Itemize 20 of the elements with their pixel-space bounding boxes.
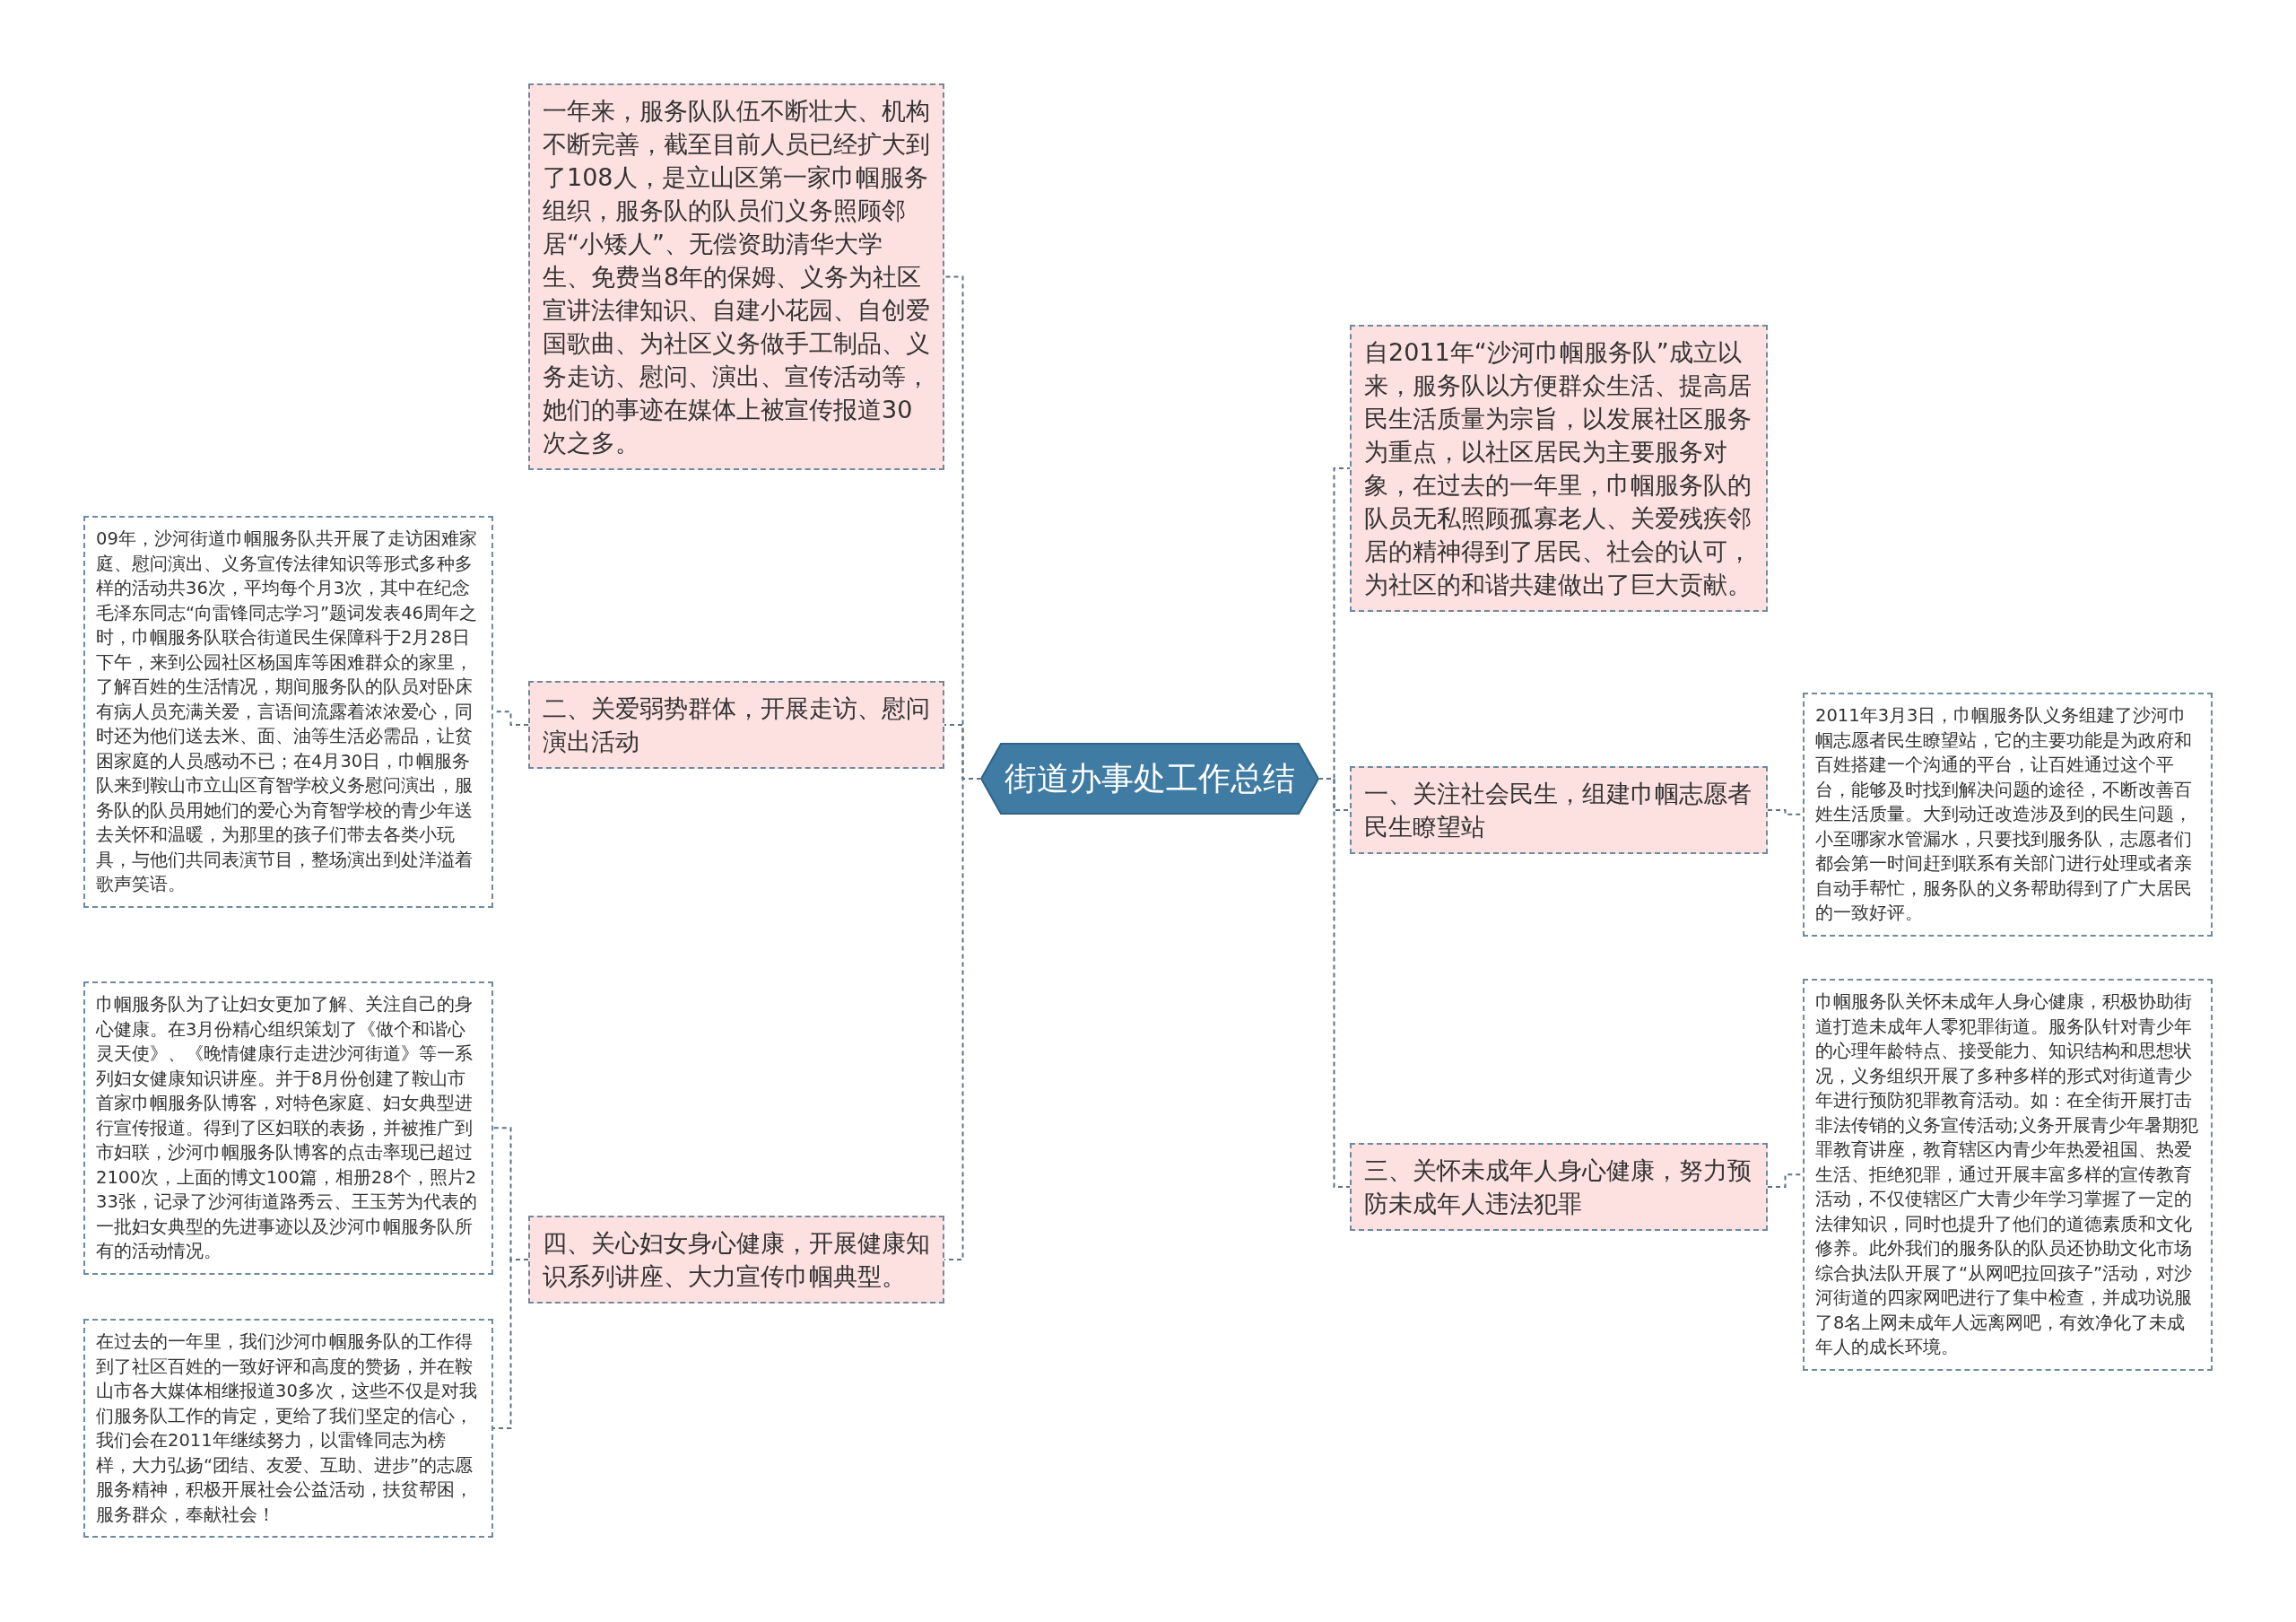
paragraph-text: 巾帼服务队关怀未成年人身心健康，积极协助街道打造未成年人零犯罪街道。服务队针对青少年的心理年龄特点、接受能力、知识结构和思想状况，义务组织开展了多种多样的形式对街道青少年进行预防犯罪教育活动。如：在全街开展打击非法传销的义务宣传活动;义务开展青少年暑期犯罪教育讲座，教育辖区内青少年热爱祖国、热爱生活、拒绝犯罪，通过开展丰富多样的宣传教育活动，不仅使辖区广大青少年学习掌握了一定的法律知识，同时也提升了他们的道德素质和文化修养。此外我们的服务队的队员还协助文化市场综合执法队开展了“从网吧拉回孩子”活动，对沙河街道的四家网吧进行了集中检查，并成功说服了8名上网未成年人远离网吧，有效净化了未成年人的成长环境。: [1815, 990, 2199, 1359]
paragraph-text: 2011年3月3日，巾帼服务队义务组建了沙河巾帼志愿者民生瞭望站，它的主要功能是为政府和百姓搭建一个沟通的平台，让百姓通过这个平台，能够及时找到解决问题的途径，不断改善百姓生活质量。大到动迁改造涉及到的民生问题，小至哪家水管漏水，只要找到服务队，志愿者们都会第一时间赶到联系有关部门进行处理或者亲自动手帮忙，服务队的义务帮助得到了广大居民的一致好评。: [1815, 704, 2193, 925]
paragraph-text: 在过去的一年里，我们沙河巾帼服务队的工作得到了社区百姓的一致好评和高度的赞扬，并在鞍山市各大媒体相继报道30多次，这些不仅是对我们服务队工作的肯定，更给了我们坚定的信心，我们会在2011年继续努力，以雷锋同志为榜样，大力弘扬“团结、友爱、互助、进步”的志愿服务精神，积极开展社会公益活动，扶贫帮困，服务群众，奉献社会！: [96, 1330, 478, 1527]
topic-card: [1350, 766, 1768, 854]
paragraph-text: 一、关注社会民生，组建巾帼志愿者民生瞭望站: [1364, 779, 1752, 842]
topic-card: [528, 681, 944, 769]
paragraph-text: 四、关心妇女身心健康，开展健康知识系列讲座、大力宣传巾帼典型。: [543, 1228, 930, 1292]
paragraph-text: 09年，沙河街道巾帼服务队共开展了走访困难家庭、慰问演出、义务宣传法律知识等形式多种多样的活动共36次，平均每个月3次，其中在纪念毛泽东同志“向雷锋同志学习”题词发表46周年之时，巾帼服务队联合街道民生保障科于2月28日下午，来到公园社区杨国库等困难群众的家里，了解百姓的生活情况，期间服务队的队员对卧床有病人员充满关爱，言语间流露着浓浓爱心，同时还为他们送去米、面、油等生活必需品，让贫困家庭的人员感动不已；在4月30日，巾帼服务队来到鞍山市立山区育智学校义务慰问演出，服务队的队员用她们的爱心为育智学校的青少年送去关怀和温暖，为那里的孩子们带去各类小玩具，与他们共同表演节目，整场演出到处洋溢着歌声笑语。: [96, 528, 479, 896]
central-topic-hexagon: [981, 740, 1318, 817]
topic-card: [1350, 1143, 1768, 1231]
connector-line: [492, 1259, 529, 1429]
paragraph-text: 二、关爱弱势群体，开展走访、慰问演出活动: [543, 693, 930, 757]
detail-card: [1803, 693, 2213, 937]
central-topic-text: 街道办事处工作总结: [1004, 758, 1295, 798]
paragraph-text: 三、关怀未成年人身心健康，努力预防未成年人违法犯罪: [1364, 1155, 1752, 1219]
detail-card: [83, 1319, 493, 1538]
paragraph-text: 自2011年“沙河巾帼服务队”成立以来，服务队以方便群众生活、提高居民生活质量为宗旨，以发展社区服务为重点，以社区居民为主要服务对象，在过去的一年里，巾帼服务队的队员无私照顾孤寡老人、关爱残疾邻居的精神得到了居民、社会的认可，为社区的和谐共建做出了巨大贡献。: [1364, 337, 1752, 600]
paragraph-text: 一年来，服务队队伍不断壮大、机构不断完善，截至目前人员已经扩大到了108人，是立山区第一家巾帼服务组织，服务队的队员们义务照顾邻居“小矮人”、无偿资助清华大学生、免费当8年的保姆、义务为社区宣讲法律知识、自建小花园、自创爱国歌曲、为社区义务做手工制品、义务走访、慰问、演出、宣传活动等，她们的事迹在媒体上被宣传报道30次之多。: [543, 96, 930, 458]
paragraph-text: 巾帼服务队为了让妇女更加了解、关注自己的身心健康。在3月份精心组织策划了《做个和谐心灵天使》、《晚情健康行走进沙河街道》等一系列妇女健康知识讲座。并于8月份创建了鞍山市首家巾帼服务队博客，对特色家庭、妇女典型进行宣传报道。得到了区妇联的表扬，并被推广到市妇联，沙河巾帼服务队博客的点击率现已超过2100次，上面的博文100篇，相册28个，照片233张，记录了沙河街道路秀云、王玉芳为代表的一批妇女典型的先进事迹以及沙河巾帼服务队所有的活动情况。: [96, 993, 478, 1263]
topic-card: [528, 1216, 944, 1304]
